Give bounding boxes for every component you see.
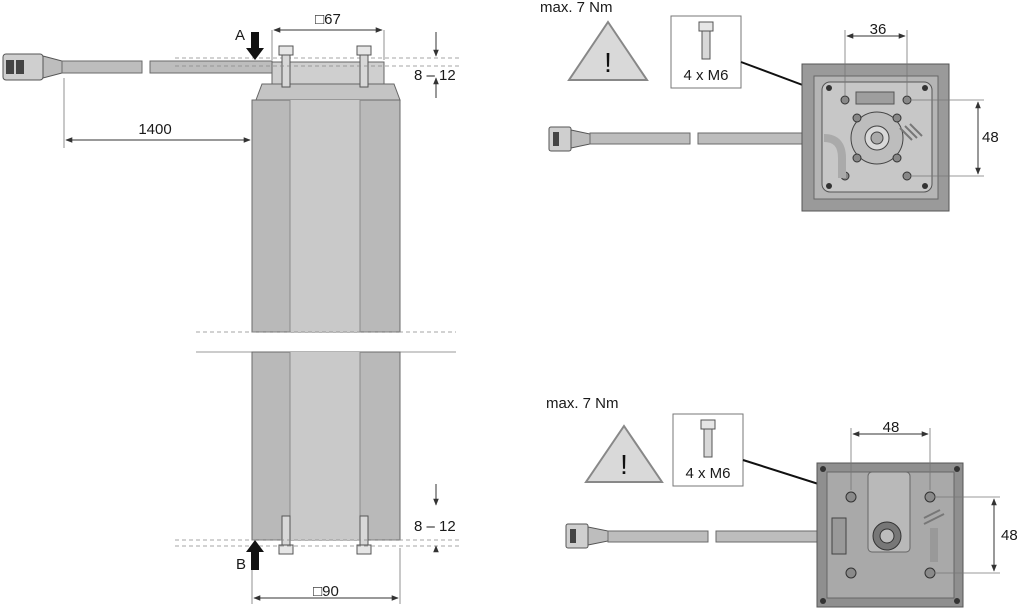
side-view: □67 1400 8 – 12 8 – 12 □90 A B [2,11,460,604]
marker-b: B [236,556,246,573]
warning-icon: ! [567,20,649,81]
dim-horizontal-b: 48 [883,419,900,436]
cable-continuation [149,60,273,74]
arrow-down-icon [246,32,264,60]
svg-text:!: ! [604,47,612,78]
cable-connector-icon [548,126,591,152]
screw-icon [698,21,714,60]
dim-bottom-square: □90 [313,583,339,600]
cable-connector-icon [2,53,63,81]
dim-vertical-b: 48 [1001,527,1018,544]
cable-connector-icon [565,523,609,549]
torque-label-b: max. 7 Nm [546,395,619,412]
screw-icon [278,515,294,555]
dim-horizontal-a: 36 [870,21,887,38]
dim-cable-length: 1400 [138,121,171,138]
torque-label-a: max. 7 Nm [540,0,613,16]
dim-bottom-range: 8 – 12 [414,518,456,535]
arrow-up-icon [246,540,264,570]
screw-spec-a: 4 x M6 [683,67,728,84]
brand-logo-icon [899,123,923,141]
warning-icon: ! [584,424,664,483]
screw-icon [356,45,372,88]
screw-spec-b: 4 x M6 [685,465,730,482]
dim-top-square: □67 [315,11,341,28]
dim-vertical-a: 48 [982,129,999,146]
screw-icon [700,419,716,458]
top-view-b: max. 7 Nm ! 4 x M6 [546,395,1018,608]
svg-text:!: ! [620,449,628,480]
dim-top-range: 8 – 12 [414,67,456,84]
screw-icon [278,45,294,88]
marker-a: A [235,27,245,44]
top-view-a: max. 7 Nm ! 4 x M6 [540,0,999,212]
cable [61,60,143,74]
brand-logo-icon [923,509,945,562]
